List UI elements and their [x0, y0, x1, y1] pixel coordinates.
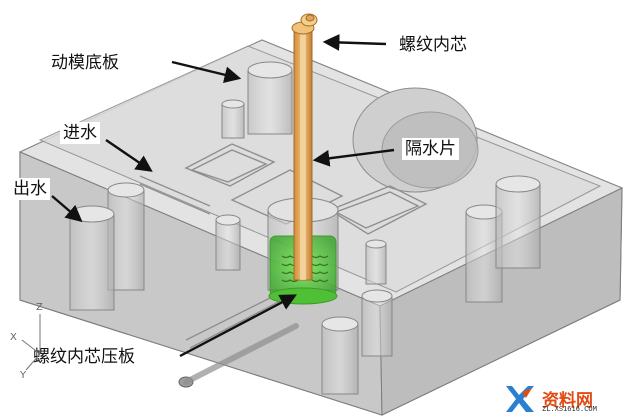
bore-cylinders — [69, 61, 541, 395]
axis-z-label: Z — [36, 302, 43, 313]
watermark-url: ZL.XS1616.COM — [542, 405, 597, 413]
label-water-in: 进水 — [60, 122, 100, 144]
axis-x-label: X — [10, 332, 17, 343]
label-baffle: 隔水片 — [402, 138, 459, 160]
axis-y-label: Y — [20, 370, 27, 381]
water-channels — [139, 143, 428, 349]
label-moving-base-plate: 动模底板 — [48, 52, 122, 74]
watermark-title: 资料网 — [542, 391, 593, 411]
leader-arrows — [51, 34, 395, 358]
threaded-core-rod — [291, 13, 318, 281]
axis-triad-icon — [21, 314, 41, 371]
label-water-out: 出水 — [10, 178, 50, 200]
watermark-logo-icon — [506, 386, 534, 412]
label-threaded-core: 螺纹内芯 — [396, 34, 470, 56]
label-threaded-core-press-plate: 螺纹内芯压板 — [30, 346, 138, 368]
watermark: 资料网 ZL.XS1616.COM — [502, 384, 636, 414]
